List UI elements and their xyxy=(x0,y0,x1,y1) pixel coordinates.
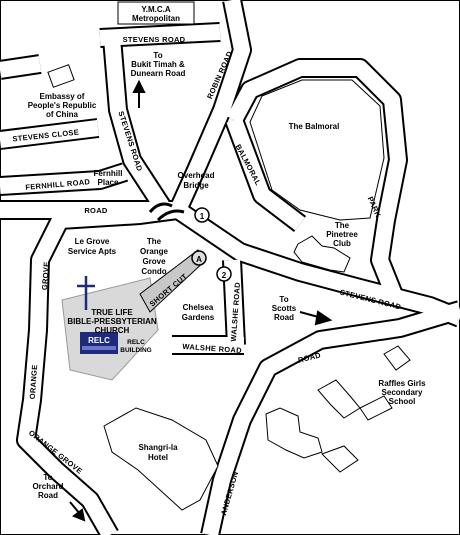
balmoral-label: The Balmoral xyxy=(289,122,340,131)
embassy-label-3: of China xyxy=(46,110,79,119)
relc-logo-label: RELC xyxy=(88,336,110,345)
raffles-label-3: School xyxy=(389,397,416,406)
marker-a: A xyxy=(191,250,207,266)
to-bukit-timah-label-1: To xyxy=(153,51,162,60)
orange-grove-condo-label-1: The xyxy=(147,237,162,246)
orange-grove-condo-label-4: Condo xyxy=(141,267,166,276)
overhead-bridge-label-2: Bridge xyxy=(183,181,209,190)
shangri-la-label-2: Hotel xyxy=(148,453,168,462)
church-cross-icon xyxy=(77,276,95,310)
marker-2-label: 2 xyxy=(222,271,227,280)
relc-building-label-2: BUILDING xyxy=(120,347,151,354)
orange-grove-condo-label-2: Orange xyxy=(140,247,169,256)
relc-building-label-1: RELC xyxy=(127,339,145,346)
marker-1-label: 1 xyxy=(200,212,205,221)
church-label-2: BIBLE-PRESBYTERIAN xyxy=(67,317,157,326)
orange-road-label: ORANGE xyxy=(28,364,39,399)
ymca-building xyxy=(117,1,195,25)
stevens-road-top-label: STEVENS ROAD xyxy=(123,35,186,44)
walshe-road-vertical-label: WALSHE ROAD xyxy=(229,282,242,342)
to-scotts-label-3: Road xyxy=(274,313,294,322)
embassy-label-2: People's Republic xyxy=(28,101,97,110)
direction-arrows xyxy=(69,79,333,522)
walshe-road-label: WALSHE ROAD xyxy=(182,342,242,355)
chelsea-label-2: Gardens xyxy=(182,313,215,322)
le-grove-label-1: Le Grove xyxy=(75,237,110,246)
embassy-label-1: Embassy of xyxy=(40,92,85,101)
marker-1: 1 xyxy=(194,207,210,223)
shangri-la-label-1: Shangri-la xyxy=(138,443,178,452)
church-label-3: CHURCH xyxy=(95,326,130,335)
overhead-bridge-label-1: Overhead xyxy=(178,171,215,180)
fernhill-place-label-2: Place xyxy=(98,178,119,187)
marker-2: 2 xyxy=(216,266,232,282)
pinetree-buildings xyxy=(293,235,351,273)
road-mid-label: ROAD xyxy=(84,206,108,215)
to-bukit-timah-label-3: Dunearn Road xyxy=(131,69,186,78)
raffles-label-2: Secondary xyxy=(382,388,423,397)
overhead-bridge-mark xyxy=(148,202,185,222)
embassy-building xyxy=(47,64,75,88)
shangri-la-building xyxy=(103,407,219,511)
raffles-label-1: Raffles Girls xyxy=(378,379,426,388)
marker-a-label: A xyxy=(196,255,202,264)
to-scotts-label-1: To xyxy=(279,295,288,304)
orange-grove-condo-label-3: Grove xyxy=(142,257,166,266)
chelsea-label-1: Chelsea xyxy=(183,303,214,312)
ymca-label-1: Y.M.C.A xyxy=(141,5,171,14)
pinetree-label-2: Pinetree xyxy=(326,230,358,239)
to-scotts-label-2: Scotts xyxy=(272,304,297,313)
to-orchard-label-3: Road xyxy=(38,491,58,500)
relc-building-icon xyxy=(80,332,118,354)
fernhill-place-label-1: Fernhill xyxy=(94,169,123,178)
pinetree-label-3: Club xyxy=(333,239,351,248)
raffles-buildings xyxy=(265,345,411,473)
pinetree-label-1: The xyxy=(335,221,350,230)
grove-road-label: GROVE xyxy=(40,261,51,290)
balmoral-block xyxy=(249,79,385,221)
ymca-label-2: Metropolitan xyxy=(132,14,180,23)
to-bukit-timah-label-2: Bukit Timah & xyxy=(131,60,185,69)
to-orchard-label-2: Orchard xyxy=(32,482,63,491)
church-label-1: TRUE LIFE xyxy=(91,308,133,317)
le-grove-label-2: Service Apts xyxy=(68,247,117,256)
to-orchard-label-1: To xyxy=(43,473,52,482)
